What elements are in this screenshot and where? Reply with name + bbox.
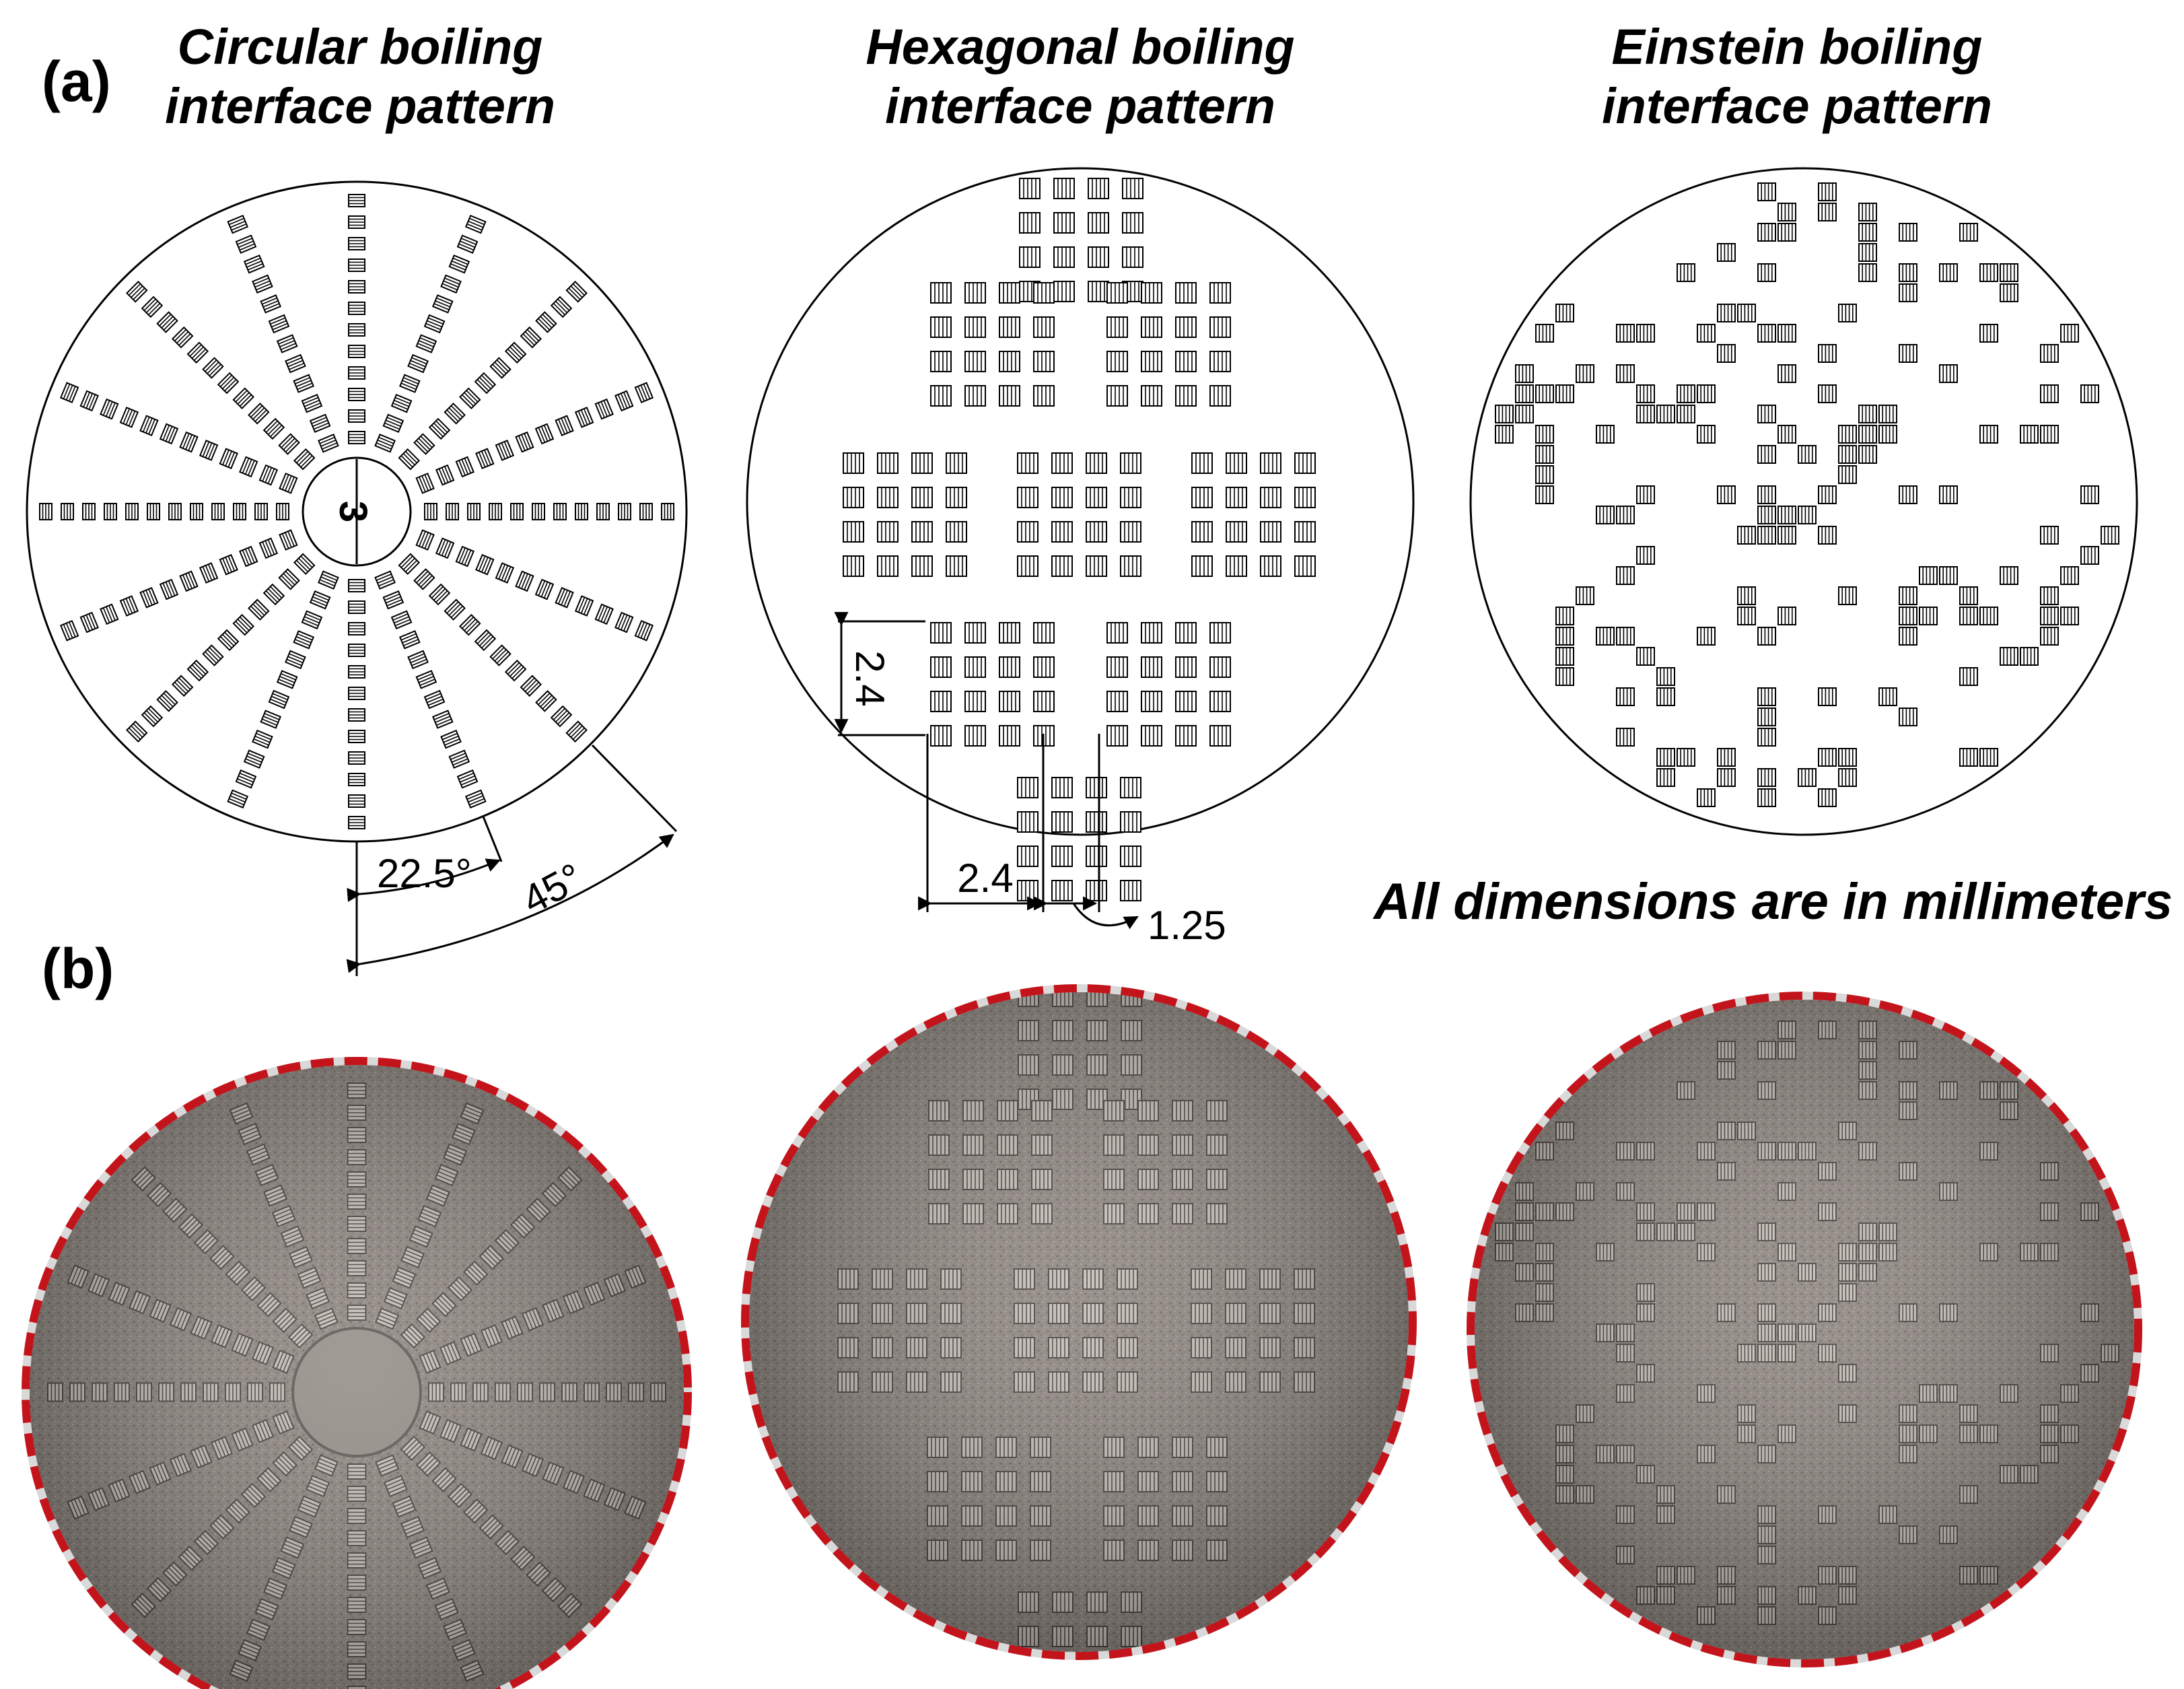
hexagonal-photo (741, 984, 1417, 1660)
circular-photo (22, 1057, 692, 1689)
center-diameter-label: 3 (331, 501, 375, 522)
angle-small-label: 22.5° (377, 851, 472, 896)
circular-title-line1: Circular boiling (178, 19, 543, 75)
einstein-pattern-drawing (1469, 167, 2138, 836)
hexagonal-dimensions: 2.4 2.4 1.25 (834, 612, 1226, 948)
hex-horizontal-label: 2.4 (957, 856, 1013, 901)
einstein-title-line2: interface pattern (1602, 78, 1992, 134)
hex-vertical-label: 2.4 (847, 650, 892, 706)
hex-gap-label: 1.25 (1148, 903, 1226, 948)
circular-title-line2: interface pattern (165, 78, 555, 134)
einstein-photo (1467, 992, 2142, 1667)
angle-large-label: 45° (515, 854, 590, 923)
panel-a-label: (a) (42, 50, 111, 113)
circular-pattern-drawing (26, 180, 688, 843)
einstein-title-line1: Einstein boiling (1612, 19, 1983, 75)
panel-b-label: (b) (42, 937, 114, 1000)
hexagonal-title-line1: Hexagonal boiling (866, 19, 1294, 75)
units-note: All dimensions are in millimeters (1372, 873, 2173, 930)
circular-dimensions: 3 22.5° 45° (331, 459, 678, 976)
hexagonal-pattern-drawing (746, 167, 1415, 901)
hexagonal-title-line2: interface pattern (885, 78, 1275, 134)
